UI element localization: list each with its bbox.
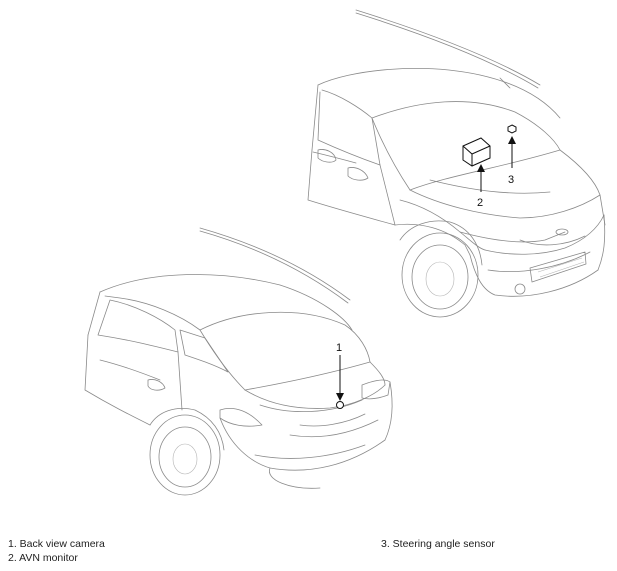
component-location-diagram: 1 2 3 — [84, 9, 606, 496]
steering-angle-sensor — [507, 124, 517, 134]
legend-item-avn-monitor: 2. AVN monitor — [8, 552, 78, 564]
avn-monitor — [462, 137, 491, 167]
callout-number-2: 2 — [477, 197, 483, 209]
callout-3: 3 — [508, 136, 516, 186]
callout-2: 2 — [477, 164, 485, 209]
legend-item-back-view-camera: 1. Back view camera — [8, 538, 105, 550]
legend-item-steering-angle-sensor: 3. Steering angle sensor — [381, 538, 495, 550]
front-view-car — [307, 9, 606, 318]
callout-number-1: 1 — [336, 342, 342, 354]
callout-number-3: 3 — [508, 174, 514, 186]
callout-1: 1 — [336, 342, 344, 401]
rear-view-car — [84, 227, 393, 496]
back-view-camera — [336, 401, 344, 409]
